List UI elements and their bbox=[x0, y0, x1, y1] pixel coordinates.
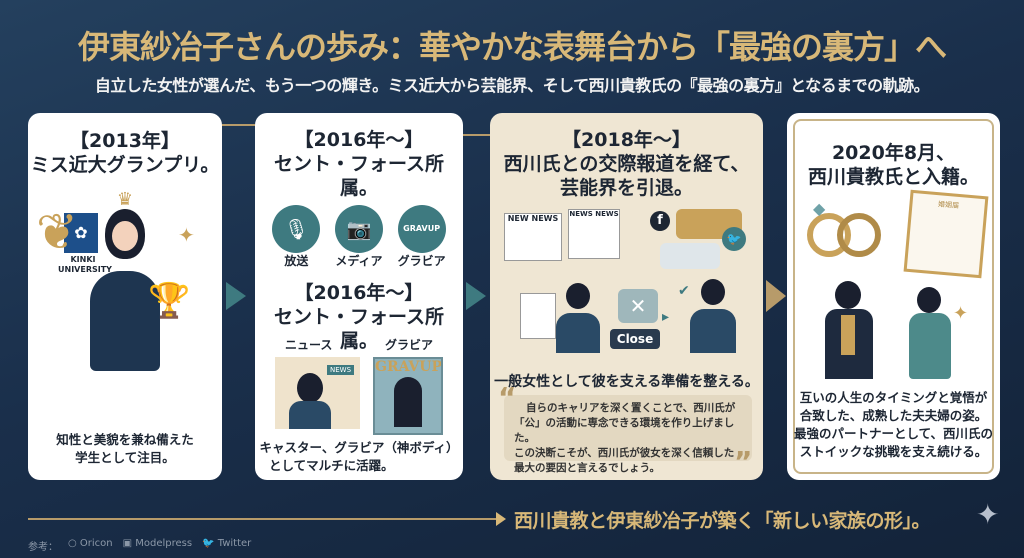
oricon-source: ○ Oricon bbox=[68, 538, 113, 549]
arrow-icon bbox=[226, 282, 246, 310]
magazine-cover: GRAVUP bbox=[373, 357, 443, 435]
card-body: 知性と美貌を兼ね備えた bbox=[56, 432, 194, 447]
arrow-icon bbox=[496, 512, 506, 526]
source-name: Twitter bbox=[217, 538, 252, 549]
close-button-graphic: Close bbox=[610, 329, 660, 349]
card-body-line: ストイックな挑戦を支え続ける。 bbox=[799, 444, 988, 459]
card-heading: 西川貴教氏と入籍。 bbox=[807, 166, 979, 188]
connector-line bbox=[222, 124, 255, 126]
close-icon: ✕ bbox=[618, 289, 658, 323]
twitter-source: 🐦 Twitter bbox=[202, 538, 252, 549]
quote-box: 自らのキャリアを深く置くことで、西川氏が 「公」の活動に専念できる環境を作り上げ… bbox=[504, 395, 752, 474]
sparkle-icon: ✦ bbox=[953, 303, 969, 324]
newscaster-illustration: NEWS bbox=[275, 357, 360, 429]
card-2018: 【2018年～】 西川氏との交際報道を経て、 芸能界を引退。 NEW NEWS … bbox=[490, 113, 763, 480]
kindai-logo: ✿ bbox=[64, 213, 98, 253]
source-name: Oricon bbox=[79, 538, 113, 549]
facebook-icon: f bbox=[650, 211, 670, 231]
caption-gravure: グラビア bbox=[385, 338, 434, 352]
card-lead: 一般女性として彼を支える準備を整える。 bbox=[494, 374, 759, 390]
card-body: 互いの人生のタイミングと覚悟が 合致した、成熟した夫夫婦の姿。 最強のパートナー… bbox=[787, 389, 1000, 461]
source-name: Modelpress bbox=[135, 538, 193, 549]
card-year: 【2016年～】 bbox=[294, 282, 424, 304]
page-subtitle: 自立した女性が選んだ、もう一つの輝き。ミス近大から芸能界、そして西川貴教氏の『最… bbox=[94, 76, 930, 95]
news-badge: NEWS bbox=[327, 365, 355, 375]
kindai-logo-text: KINKI UNIVERSITY bbox=[58, 255, 112, 274]
camera-icon: 📷 bbox=[334, 205, 383, 253]
quote-line: この決断こそが、西川氏が彼女を深く信頼した bbox=[514, 447, 735, 459]
card-year: 【2013年】 bbox=[70, 130, 180, 152]
sparkle-icon: ✦ bbox=[976, 498, 1000, 531]
laurel-icon: ❦ bbox=[36, 203, 78, 261]
newspaper-icon: NEW NEWS bbox=[504, 213, 562, 261]
newspaper-icon: NEWS NEWS bbox=[568, 209, 620, 259]
quote-line: 自らのキャリアを深く置くことで、西川氏が bbox=[526, 402, 736, 414]
footer-tagline: 西川貴教と伊東紗冶子が築く「新しい家族の形」。 bbox=[514, 510, 931, 532]
icon-label: メディア bbox=[335, 254, 383, 268]
arrow-icon bbox=[766, 280, 786, 312]
card-body-line: 互いの人生のタイミングと覚悟が bbox=[799, 390, 988, 405]
trophy-icon: 🏆 bbox=[148, 281, 191, 321]
woman-desk-illustration bbox=[556, 283, 600, 353]
microphone-icon: 🎙 bbox=[272, 205, 321, 253]
chat-bubble-icon bbox=[660, 243, 720, 269]
tiara-icon: ♛ bbox=[116, 189, 134, 210]
card-heading: セント・フォース所属。 bbox=[273, 153, 445, 199]
diamond-icon: ◆ bbox=[813, 199, 826, 218]
sparkle-icon: ✦ bbox=[178, 223, 195, 247]
icon-label: グラビア bbox=[397, 254, 446, 268]
caption-news: ニュース bbox=[285, 338, 333, 352]
woman-illustration bbox=[90, 209, 160, 384]
open-quote-icon: “ bbox=[498, 381, 517, 414]
magazine-title: GRAVUP bbox=[375, 359, 443, 375]
card-year: 【2018年～】 bbox=[562, 129, 691, 151]
card-heading: 西川氏との交際報道を経て、 bbox=[503, 153, 750, 175]
card-heading: ミス近大グランプリ。 bbox=[30, 154, 220, 176]
card-body-line: 最強のパートナーとして、西川氏の bbox=[793, 426, 993, 441]
card-2020: 2020年8月、 西川貴教氏と入籍。 ◆ 婚姻届 ✦ 互いの人生のタイミングと覚… bbox=[787, 113, 1000, 480]
card-heading: セント・フォース所属。 bbox=[273, 306, 445, 352]
marriage-certificate: 婚姻届 bbox=[903, 189, 989, 279]
magazine-icon: GRAVUP bbox=[397, 205, 446, 253]
footer-arrow-line bbox=[28, 518, 498, 520]
woman-pointing-illustration bbox=[690, 279, 736, 353]
card-body-line: 合致した、成熟した夫夫婦の姿。 bbox=[799, 408, 988, 423]
modelpress-source: ▣ Modelpress bbox=[122, 538, 193, 549]
quote-line: 最大の要因と言えるでしょう。 bbox=[514, 462, 661, 474]
couple-illustration bbox=[825, 281, 965, 381]
quote-line: 「公」の活動に専念できる環境を作り上げました。 bbox=[514, 417, 735, 444]
card-year: 【2016年～】 bbox=[294, 129, 424, 151]
sources: 参考： ○ Oricon ▣ Modelpress 🐦 Twitter bbox=[28, 538, 251, 553]
card-body: としてマルチに活躍。 bbox=[269, 458, 394, 473]
wedding-rings-icon bbox=[807, 213, 887, 257]
document-icon bbox=[520, 293, 556, 339]
card-heading: 芸能界を引退。 bbox=[559, 177, 693, 199]
arrow-right-icon: ▸ bbox=[662, 309, 670, 325]
close-quote-icon: ” bbox=[734, 445, 753, 478]
icon-label: 放送 bbox=[284, 254, 309, 268]
card-body: 学生として注目。 bbox=[75, 450, 175, 465]
twitter-icon: 🐦 bbox=[722, 227, 746, 251]
check-icon: ✔ bbox=[678, 283, 690, 299]
card-2013: 【2013年】 ミス近大グランプリ。 ✿ KINKI UNIVERSITY ♛ … bbox=[28, 113, 222, 480]
arrow-icon bbox=[466, 282, 486, 310]
card-year: 2020年8月、 bbox=[831, 142, 956, 164]
sources-label: 参考： bbox=[28, 542, 58, 553]
connector-line bbox=[463, 134, 490, 136]
page-title: 伊東紗冶子さんの歩み：華やかな表舞台から「最強の裏方」へ bbox=[77, 28, 947, 66]
card-body: キャスター、グラビア（神ボディ） bbox=[259, 440, 459, 455]
